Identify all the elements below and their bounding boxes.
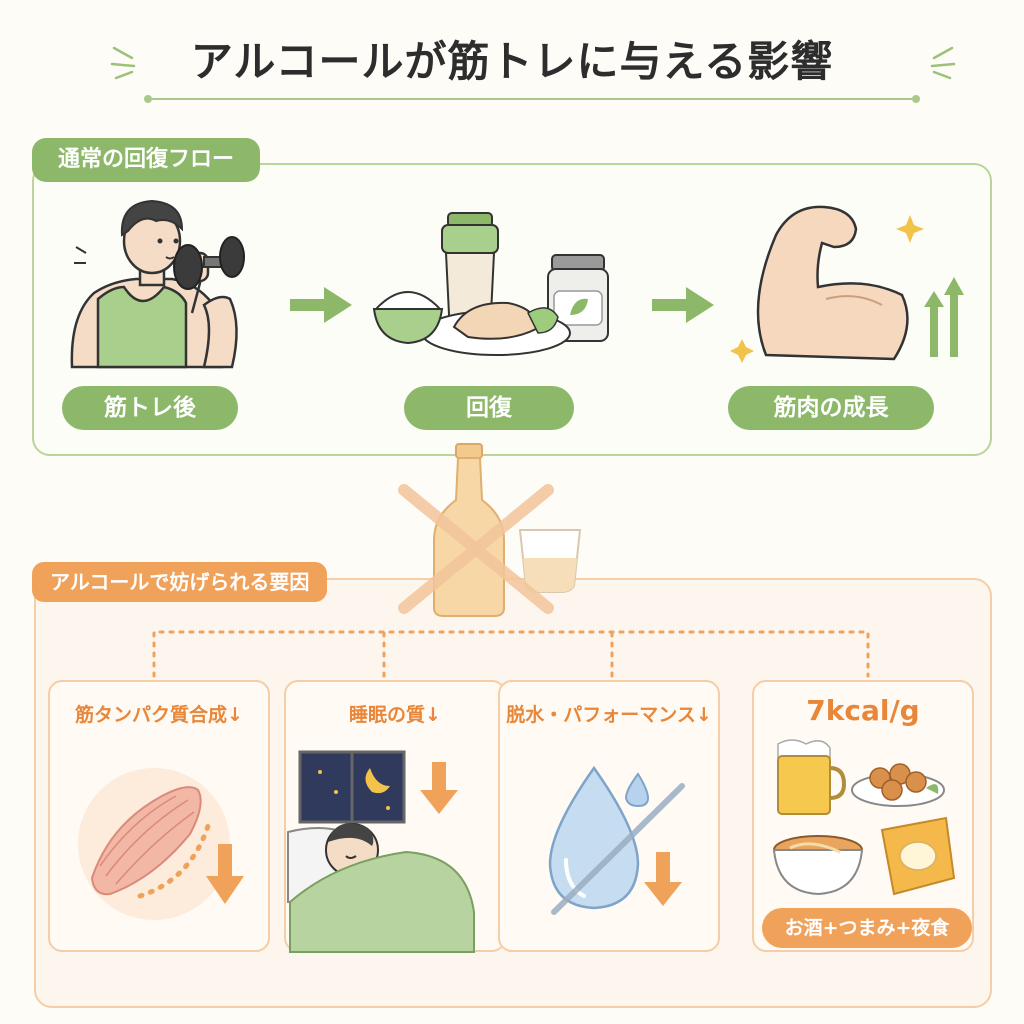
alcohol-factors-label: アルコールで妨げられる要因 [32, 562, 328, 602]
page-title: アルコールが筋トレに与える影響 [190, 37, 834, 86]
flow-arrow-icon [290, 287, 352, 323]
factor-title-protein: 筋タンパク質合成↓ [75, 704, 243, 726]
flexed-arm-icon [730, 205, 964, 363]
step-label-recovery: 回復 [404, 386, 574, 430]
title-deco-left-icon [110, 46, 136, 80]
prohibited-cross-icon [398, 484, 554, 614]
food-drink-icon [772, 739, 956, 896]
normal-flow-label: 通常の回復フロー [32, 138, 261, 182]
person-lifting-icon [70, 199, 245, 369]
sleeping-person-icon [287, 750, 475, 953]
factor-card-calories [752, 680, 974, 952]
factor-title-dehydration: 脱水・パフォーマンス↓ [506, 704, 712, 726]
divider-dot [144, 95, 152, 103]
title-deco-right-icon [930, 46, 956, 80]
calories-caption: お酒+つまみ+夜食 [762, 908, 972, 948]
factor-title-sleep: 睡眠の質↓ [349, 704, 441, 726]
step-label-muscle-growth: 筋肉の成長 [728, 386, 934, 430]
water-drop-icon [548, 765, 685, 915]
divider-dot [912, 95, 920, 103]
factor-title-calories: 7kcal/g [806, 694, 920, 727]
muscle-fiber-icon [78, 768, 244, 920]
title-divider [148, 98, 916, 100]
flow-arrow-icon [652, 287, 714, 323]
step-label-after-training: 筋トレ後 [62, 386, 238, 430]
recovery-food-icon [372, 212, 609, 356]
